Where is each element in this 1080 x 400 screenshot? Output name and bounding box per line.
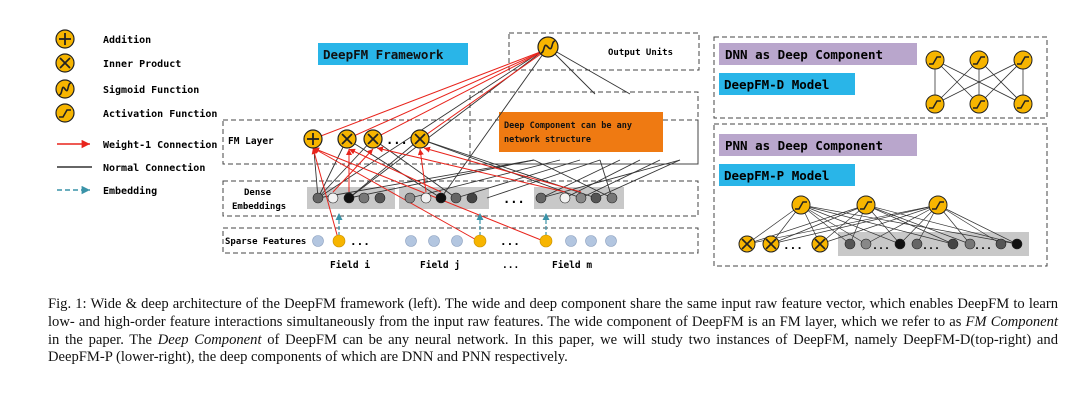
caption-fm-component: FM Component [965, 313, 1058, 330]
legend-activation-label: Activation Function [103, 108, 217, 120]
dnn-panel-box [713, 36, 1048, 119]
dense-ellipsis: ... [503, 192, 525, 206]
pnn-title-box [719, 134, 917, 156]
sparse-features-box [222, 227, 699, 254]
dnn-model: DeepFM-D Model [724, 77, 829, 92]
field-i-label: Field i [330, 260, 370, 271]
output-units-box [508, 32, 700, 71]
dnn-model-box [719, 73, 855, 95]
fm-layer-box [222, 119, 699, 165]
fm-inner-product-icon [337, 129, 357, 149]
sparse-ellipsis: ... [500, 235, 520, 248]
deepfm-figure: Addition Inner Product Sigmoid Function … [55, 29, 1048, 271]
weight1-connections [311, 48, 582, 243]
dense-embeddings-box [222, 180, 699, 217]
legend-addition-label: Addition [103, 34, 151, 46]
deep-component-note-line2: network structure [504, 135, 591, 145]
pnn-title: PNN as Deep Component [725, 138, 883, 153]
pnn-dense-ellipsis: ... [922, 241, 940, 252]
legend: Addition Inner Product Sigmoid Function … [55, 29, 217, 197]
deep-component-note [499, 112, 663, 152]
dnn-title: DNN as Deep Component [725, 47, 883, 62]
pnn-model: DeepFM-P Model [724, 168, 829, 183]
activation-icon [55, 103, 75, 123]
legend-weight1-label: Weight-1 Connection [103, 139, 217, 151]
fm-inner-product-icon [410, 129, 430, 149]
dnn-activation-icons [925, 50, 1033, 114]
deep-component-note-line1: Deep Component can be any [504, 121, 632, 131]
pnn-ellipsis: ... [783, 239, 803, 252]
figure-caption: Fig. 1: Wide & deep architecture of the … [48, 296, 1058, 367]
pnn-dense-ellipsis: ... [872, 241, 890, 252]
pnn-inner-product-icons [738, 235, 829, 253]
field-m-label: Field m [552, 260, 592, 271]
sigmoid-icon [55, 79, 75, 99]
pnn-panel: PNN as Deep Component DeepFM-P Model ... [713, 123, 1048, 267]
sparse-ellipsis: ... [350, 235, 370, 248]
legend-sigmoid-label: Sigmoid Function [103, 84, 199, 96]
fm-ellipsis: ... [386, 133, 408, 147]
caption-part3: of DeepFM can be any neural network. In … [48, 331, 1058, 366]
sparse-nodes [312, 234, 617, 248]
embedding-arrows [335, 213, 550, 236]
framework-title: DeepFM Framework [323, 47, 444, 62]
addition-icon [55, 29, 75, 49]
dense-nodes [312, 192, 618, 204]
caption-part1: Fig. 1: Wide & deep architecture of the … [48, 296, 1058, 330]
pnn-dense-nodes [844, 238, 1023, 250]
legend-inner-product-label: Inner Product [103, 59, 181, 70]
field-ellipsis: ... [502, 260, 519, 271]
caption-deep-component: Deep Component [157, 331, 262, 348]
framework-title-box [318, 43, 468, 65]
dense-label-line1: Dense [244, 188, 272, 198]
fm-inner-product-icon [363, 129, 383, 149]
legend-embedding-label: Embedding [103, 185, 157, 197]
dnn-panel: DNN as Deep Component DeepFM-D Model [713, 36, 1048, 119]
deep-component-box [469, 91, 699, 165]
inner-product-icon [55, 53, 75, 73]
field-j-label: Field j [420, 260, 460, 271]
caption-part2: in the paper. The [48, 331, 158, 348]
output-units-label: Output Units [608, 47, 673, 58]
dense-label-line2: Embeddings [232, 201, 286, 212]
pnn-activation-icons [791, 195, 948, 215]
sparse-features-label: Sparse Features [225, 237, 306, 247]
output-sigmoid-icon [537, 36, 559, 58]
dnn-title-box [719, 43, 917, 65]
pnn-dense-ellipsis: ... [974, 241, 992, 252]
pnn-panel-box [713, 123, 1048, 267]
legend-normal-label: Normal Connection [103, 162, 205, 174]
fm-addition-icon [303, 129, 323, 149]
deepfm-framework: DeepFM Framework Output Units FM Layer D… [222, 32, 700, 271]
fm-layer-label: FM Layer [228, 136, 274, 147]
pnn-model-box [719, 164, 855, 186]
